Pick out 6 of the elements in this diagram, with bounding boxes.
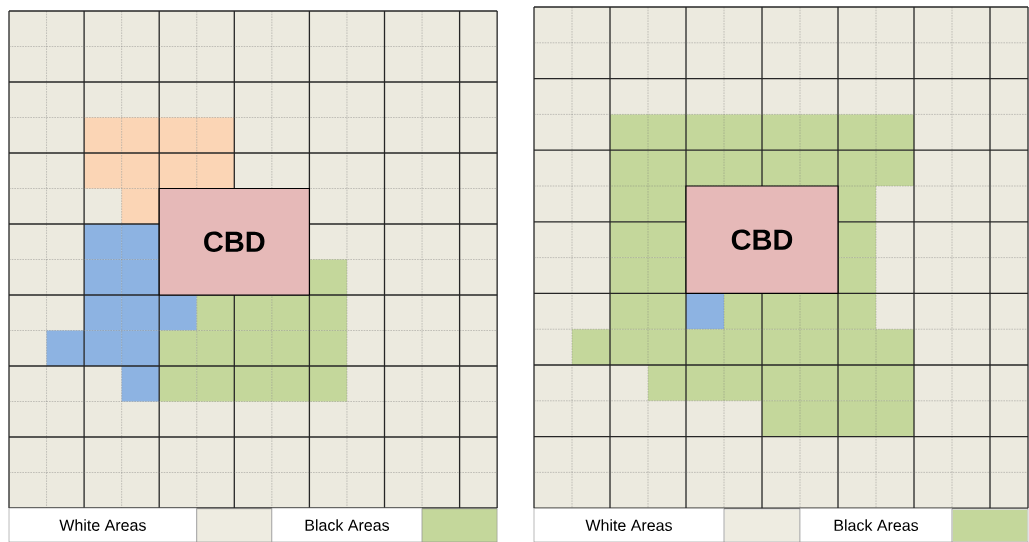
cbd-box: CBD <box>685 185 839 294</box>
legend-label: White Areas <box>533 507 725 542</box>
legend-label: Black Areas <box>799 507 953 542</box>
legend-label: White Areas <box>8 507 198 542</box>
cbd-box: CBD <box>158 187 310 296</box>
legend-label: Black Areas <box>271 507 423 542</box>
